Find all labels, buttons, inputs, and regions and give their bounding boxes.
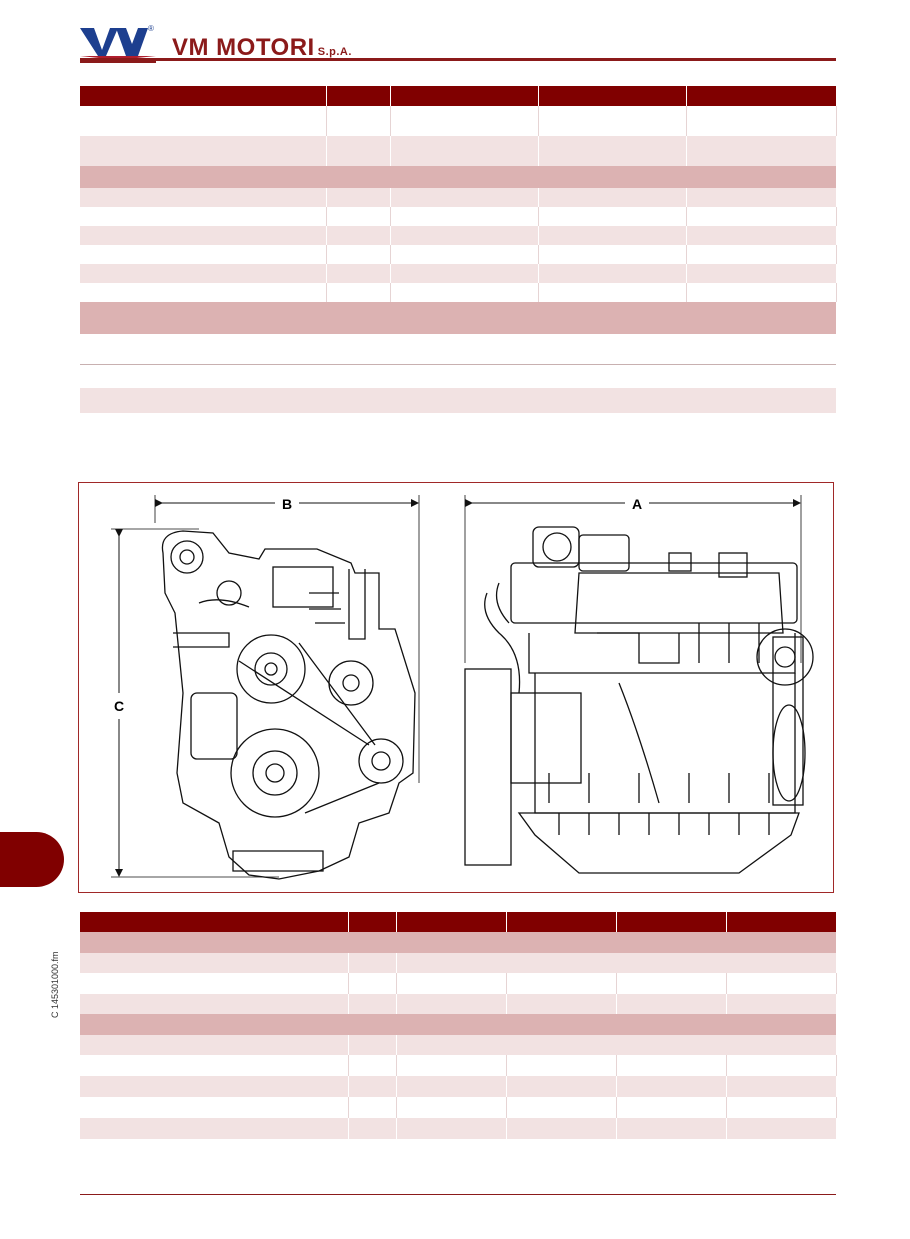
divider — [80, 364, 836, 365]
chapter-tab — [0, 832, 64, 887]
engine-drawing: B A C — [111, 495, 814, 880]
table-row — [80, 106, 837, 136]
table-row — [80, 136, 837, 166]
table-row — [80, 226, 837, 245]
dimension-c-label: C — [114, 698, 124, 714]
table-row — [80, 283, 837, 302]
document-code: C 145301000.fm — [50, 951, 60, 1018]
table-row — [80, 1097, 837, 1118]
table-section-row — [80, 932, 837, 953]
dimension-b-label: B — [282, 496, 292, 512]
footer-rule — [80, 1194, 836, 1195]
spec-table-bottom — [80, 912, 837, 1139]
engine-dimension-figure: B A C — [78, 482, 834, 893]
brand-name-text: VM MOTORI — [172, 34, 315, 61]
spec-table-top — [80, 86, 837, 334]
table-section-row — [80, 302, 837, 334]
header-rule — [80, 58, 836, 61]
table-header-row — [80, 86, 837, 106]
table-row — [80, 264, 837, 283]
table-header-row — [80, 912, 837, 932]
table-row — [80, 207, 837, 226]
vm-logo-icon — [80, 26, 156, 60]
table-section-row — [80, 1014, 837, 1035]
table-row — [80, 245, 837, 264]
table-row — [80, 953, 837, 973]
brand-suffix: S.p.A. — [317, 46, 352, 58]
logo-underline — [80, 58, 156, 63]
table-row — [80, 1118, 837, 1139]
table-row — [80, 1076, 837, 1097]
dimension-a-label: A — [632, 496, 642, 512]
registered-mark: ® — [148, 24, 154, 33]
table-row — [80, 994, 837, 1014]
table-row — [80, 1035, 837, 1055]
note-row — [80, 388, 836, 413]
table-row — [80, 188, 837, 207]
table-row — [80, 973, 837, 994]
table-section-row — [80, 166, 837, 188]
table-row — [80, 1055, 837, 1076]
